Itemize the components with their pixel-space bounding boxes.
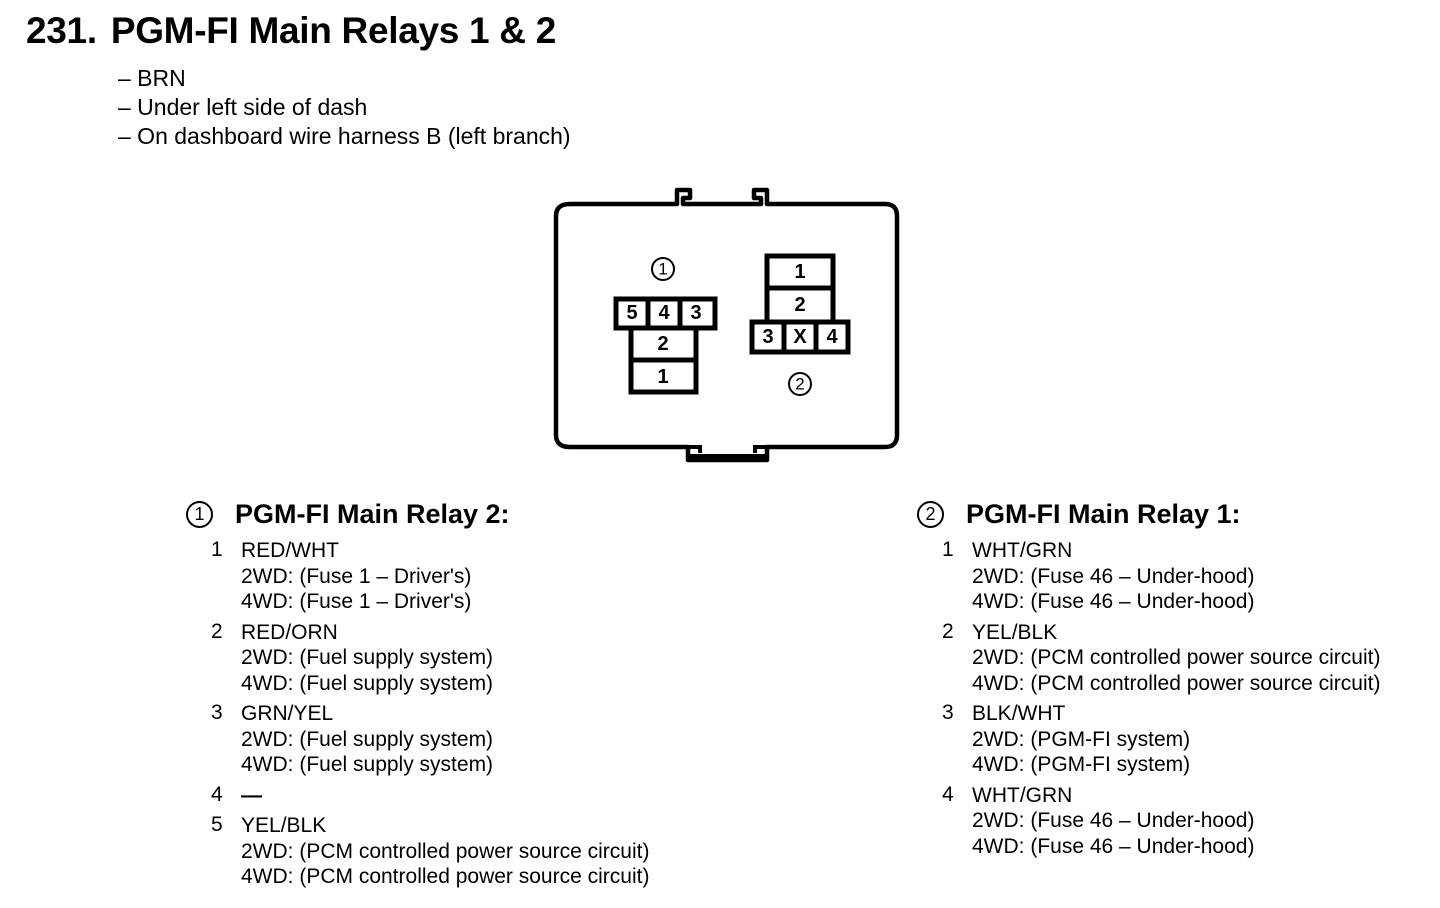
wire-color: YEL/BLK — [241, 814, 327, 837]
pin-entry: 3 BLK/WHT 2WD: (PGM-FI system) 4WD: (PGM… — [942, 701, 1380, 778]
pin-number: 5 — [211, 813, 223, 836]
relay2-pin-1: 1 — [657, 366, 668, 388]
circuit-4wd: 4WD: (PCM controlled power source circui… — [972, 671, 1381, 695]
relay1-pin-2: 2 — [794, 294, 805, 316]
page-title: 231. PGM-FI Main Relays 1 & 2 — [26, 10, 556, 52]
circuit-2wd: 2WD: (Fuse 46 – Under-hood) — [972, 809, 1255, 832]
relay1-pin-x: X — [793, 326, 807, 348]
pin-number: 3 — [211, 701, 223, 724]
relay2-pin-4: 4 — [658, 302, 670, 324]
relay1-marker: 2 — [795, 375, 804, 394]
circuit-2wd: 2WD: (Fuse 1 – Driver's) — [241, 564, 472, 588]
circuit-4wd: 4WD: (Fuse 46 – Under-hood) — [972, 590, 1255, 613]
relay1-pin-4: 4 — [826, 326, 838, 348]
circuit-2wd: 2WD: (Fuel supply system) — [241, 727, 494, 751]
connector-diagram: 1 5 4 3 2 1 1 2 3 X 4 2 — [553, 187, 900, 463]
relay2-pin-2: 2 — [657, 333, 668, 355]
pin-number: 4 — [211, 782, 223, 806]
pin-entry: 2 RED/ORN 2WD: (Fuel supply system) 4WD:… — [211, 620, 649, 697]
pin-entry: 4 — — [211, 783, 649, 809]
pin-entry: 1 WHT/GRN 2WD: (Fuse 46 – Under-hood) 4W… — [942, 538, 1380, 615]
pin-number: 3 — [942, 701, 954, 724]
note-harness: – On dashboard wire harness B (left bran… — [118, 123, 571, 149]
wire-color: — — [241, 783, 262, 807]
wire-color: RED/ORN — [241, 620, 338, 644]
relay1-pinout: 2 PGM-FI Main Relay 1: 1 WHT/GRN 2WD: (F… — [917, 496, 1380, 864]
pin-number: 1 — [211, 538, 223, 561]
note-location: – Under left side of dash — [118, 94, 368, 120]
wire-color: BLK/WHT — [972, 702, 1066, 725]
pin-number: 4 — [942, 782, 954, 806]
circuit-4wd: 4WD: (PCM controlled power source circui… — [241, 865, 650, 888]
wire-color: WHT/GRN — [972, 783, 1073, 807]
circuit-4wd: 4WD: (Fuse 1 – Driver's) — [241, 590, 472, 613]
relay2-pin-3: 3 — [690, 302, 701, 324]
relay2-terminal: 1 5 4 3 2 1 — [613, 257, 718, 395]
relay2-pinout: 1 PGM-FI Main Relay 2: 1 RED/WHT 2WD: (F… — [186, 496, 649, 895]
pin-entry: 1 RED/WHT 2WD: (Fuse 1 – Driver's) 4WD: … — [211, 538, 649, 615]
wire-color: GRN/YEL — [241, 702, 334, 725]
relay1-section-marker: 2 — [917, 500, 944, 528]
pin-entry: 5 YEL/BLK 2WD: (PCM controlled power sou… — [211, 813, 649, 890]
circuit-4wd: 4WD: (Fuel supply system) — [241, 671, 494, 695]
housing-bottom-latch — [686, 445, 769, 458]
circuit-2wd: 2WD: (Fuel supply system) — [241, 646, 494, 669]
pin-number: 2 — [211, 619, 223, 643]
circuit-4wd: 4WD: (PGM-FI system) — [972, 753, 1191, 776]
wire-color: RED/WHT — [241, 539, 339, 562]
note-color: – BRN — [118, 65, 186, 91]
circuit-4wd: 4WD: (Fuse 46 – Under-hood) — [972, 834, 1255, 858]
pin-entry: 3 GRN/YEL 2WD: (Fuel supply system) 4WD:… — [211, 701, 649, 778]
connector-housing — [553, 187, 900, 463]
section-number: 231. — [26, 10, 97, 51]
pin-number: 1 — [942, 538, 954, 561]
wire-color: WHT/GRN — [972, 539, 1073, 562]
pin-entry: 2 YEL/BLK 2WD: (PCM controlled power sou… — [942, 620, 1380, 697]
relay1-section-title: PGM-FI Main Relay 1: — [966, 498, 1241, 529]
pin-number: 2 — [942, 619, 954, 643]
relay1-pin-3: 3 — [762, 326, 773, 348]
circuit-2wd: 2WD: (Fuse 46 – Under-hood) — [972, 564, 1255, 588]
relay1-terminal: 1 2 3 X 4 2 — [749, 253, 851, 396]
pin-entry: 4 WHT/GRN 2WD: (Fuse 46 – Under-hood) 4W… — [942, 783, 1380, 860]
relay2-section-title: PGM-FI Main Relay 2: — [235, 498, 510, 529]
circuit-2wd: 2WD: (PGM-FI system) — [972, 727, 1191, 751]
circuit-2wd: 2WD: (PCM controlled power source circui… — [972, 646, 1381, 669]
location-notes: – BRN – Under left side of dash – On das… — [118, 64, 571, 151]
title-text: PGM-FI Main Relays 1 & 2 — [110, 10, 556, 51]
relay2-section-marker: 1 — [186, 500, 213, 528]
circuit-4wd: 4WD: (Fuel supply system) — [241, 753, 494, 776]
relay2-pin-5: 5 — [626, 302, 637, 324]
wire-color: YEL/BLK — [972, 620, 1058, 644]
circuit-2wd: 2WD: (PCM controlled power source circui… — [241, 839, 650, 863]
relay1-pin-1: 1 — [794, 261, 805, 283]
relay2-marker: 1 — [658, 260, 667, 279]
